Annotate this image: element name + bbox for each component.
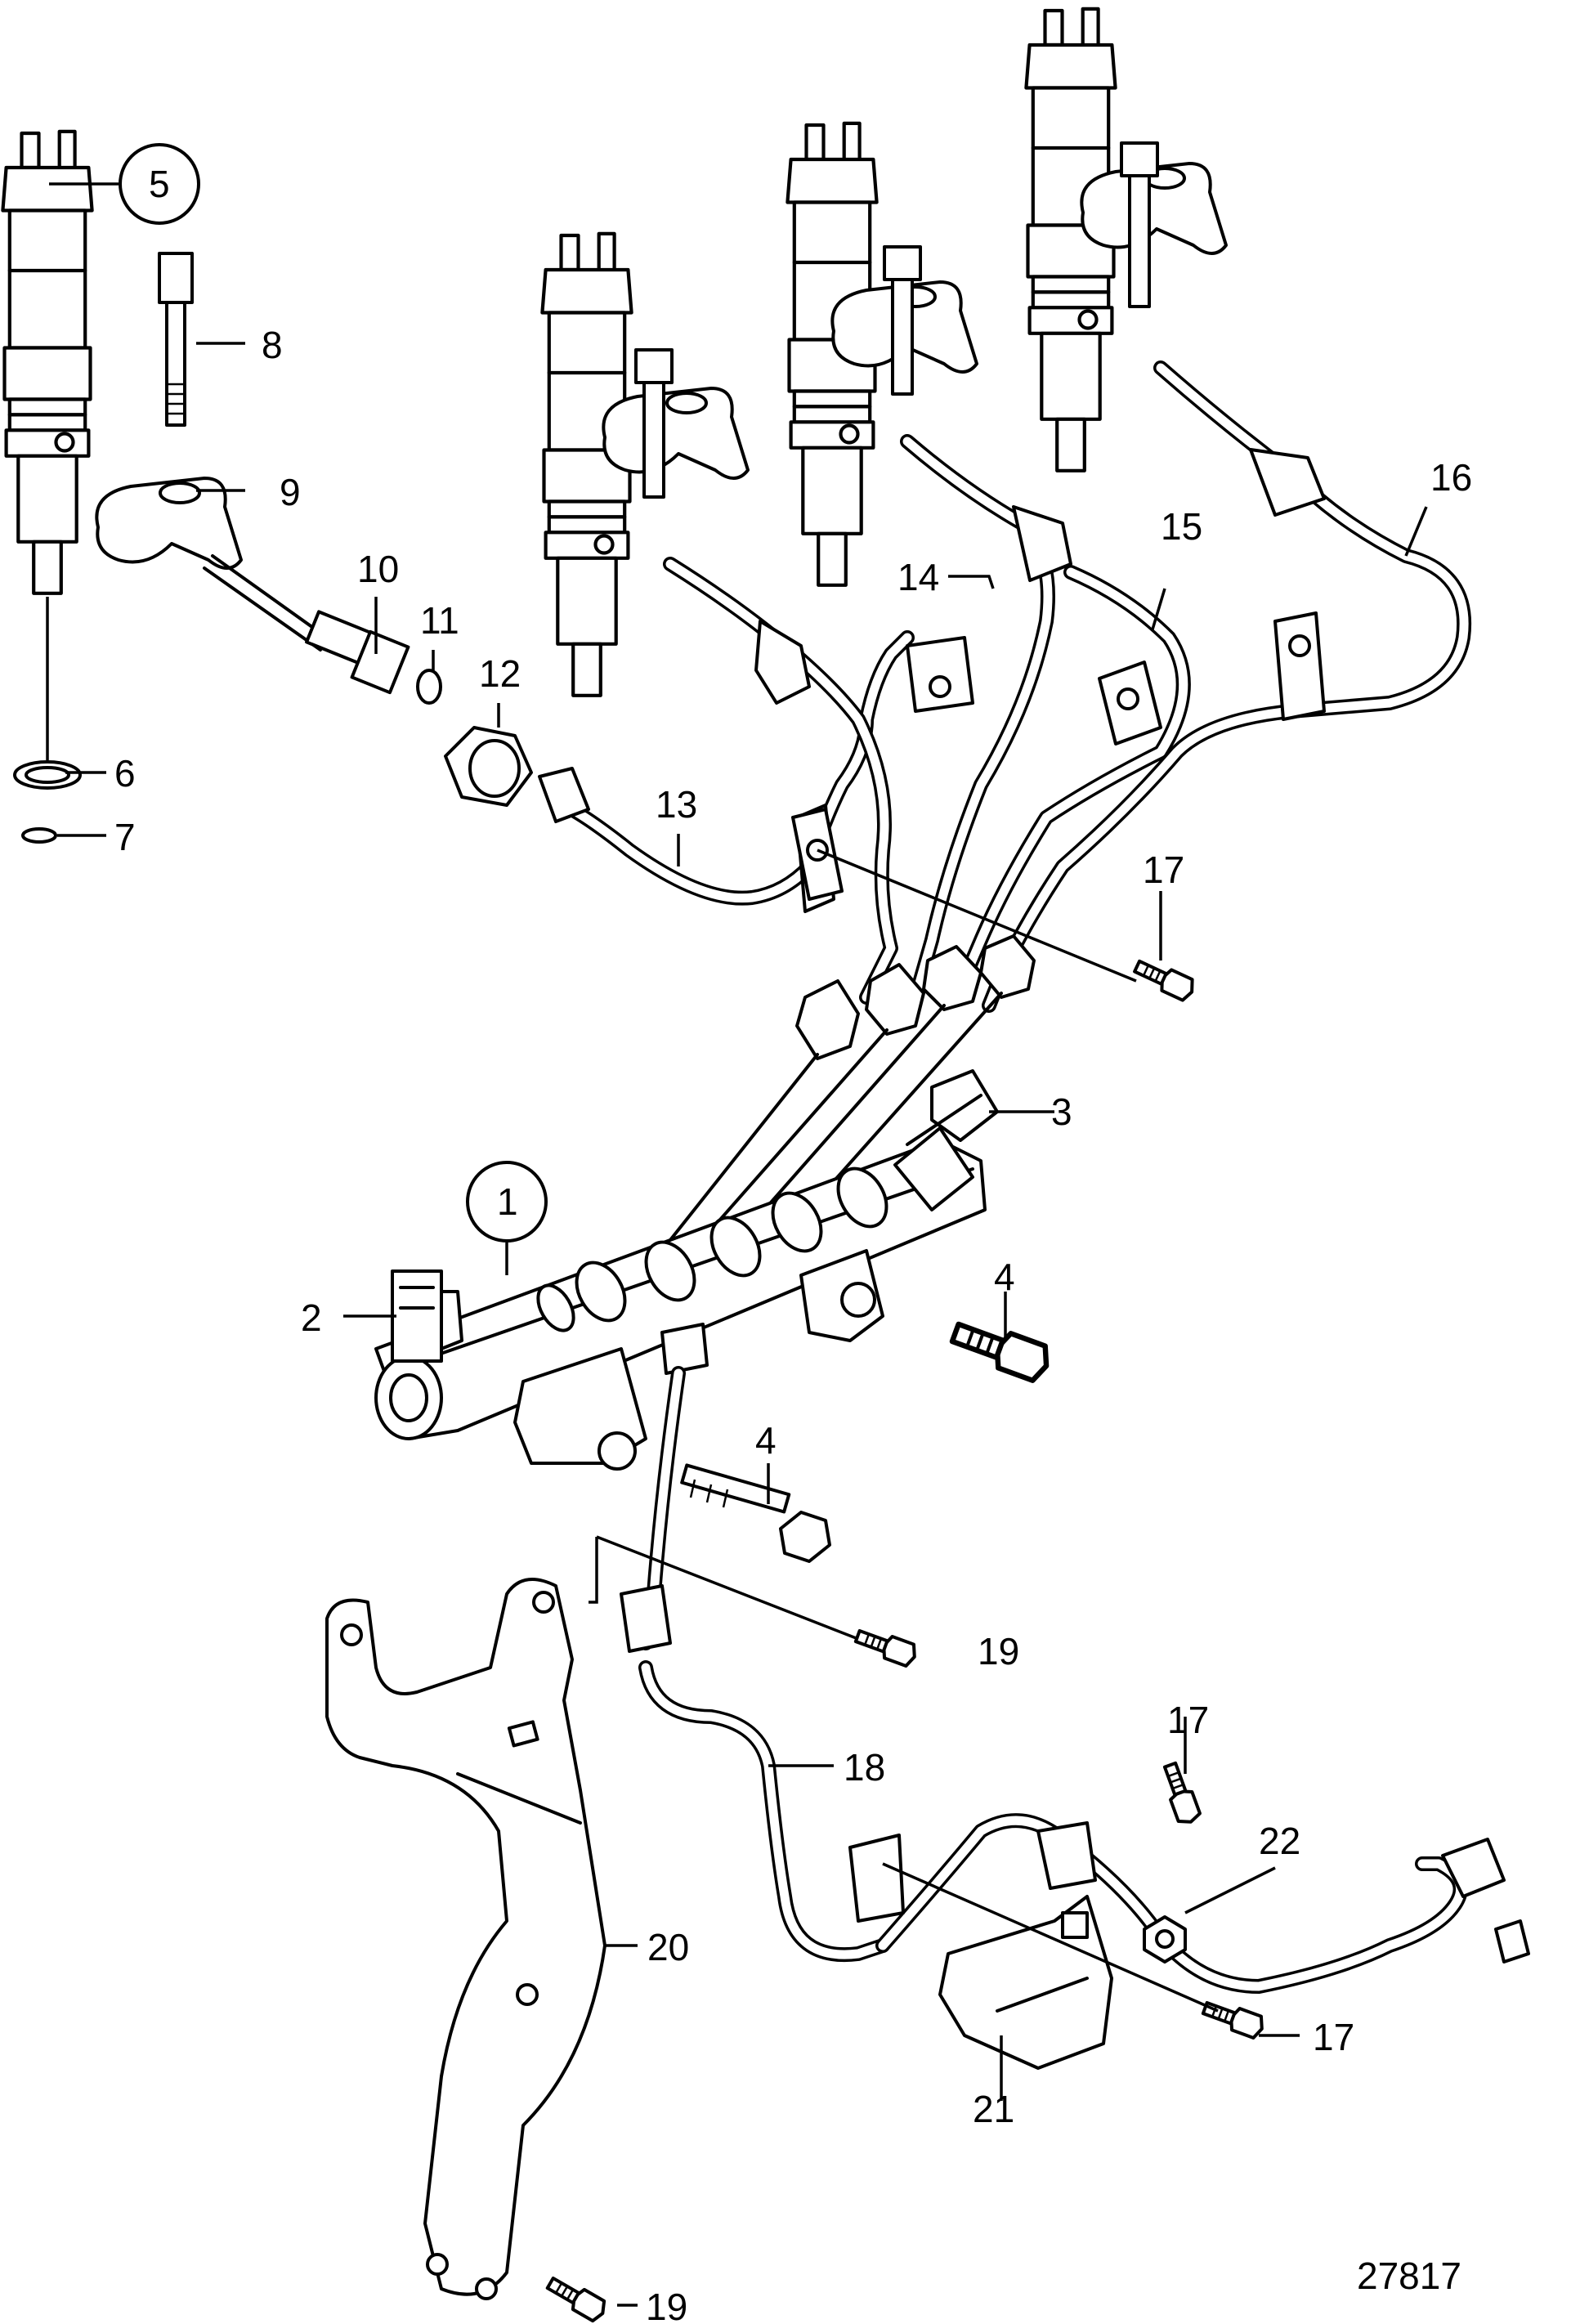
callout-12: 12 — [479, 652, 521, 695]
pressure-sensor-3 — [893, 1069, 999, 1211]
seal-ring-11 — [416, 669, 442, 705]
bolt-19 — [852, 1623, 920, 1669]
return-pipe-18 — [620, 1366, 1530, 1994]
nut-12 — [444, 726, 533, 807]
clamp-bolt — [883, 245, 922, 396]
callout-2: 2 — [301, 1296, 322, 1339]
callout-7: 7 — [114, 816, 136, 858]
callout-18: 18 — [844, 1746, 885, 1789]
callout-circle-1 — [466, 1161, 548, 1243]
callout-11: 11 — [420, 599, 459, 642]
pipe-clamp — [1098, 660, 1162, 746]
bracket-21 — [938, 1895, 1113, 2070]
mounting-bracket-20 — [325, 1578, 606, 2300]
callout-14: 14 — [897, 556, 939, 598]
callout-17: 17 — [1143, 849, 1184, 891]
callout-9: 9 — [280, 471, 301, 513]
callout-8: 8 — [262, 324, 283, 366]
pipe-clamp — [906, 636, 974, 713]
fuel-rail-1 — [374, 1139, 987, 1471]
clamp-bolt — [634, 348, 674, 499]
callout-17: 17 — [1313, 2016, 1354, 2058]
callout-22: 22 — [1259, 1820, 1300, 1862]
callout-1: 1 — [497, 1180, 518, 1223]
clamp-bolt-8 — [158, 252, 194, 427]
rail-connector-2 — [391, 1269, 463, 1363]
callout-20: 20 — [647, 1926, 689, 1968]
bolt-17 — [1157, 1759, 1203, 1828]
figure-number: 27817 — [1357, 2255, 1461, 2297]
callout-5: 5 — [149, 163, 170, 205]
injector-5 — [2, 132, 92, 593]
callout-21: 21 — [973, 2088, 1014, 2130]
callout-19: 19 — [646, 2286, 687, 2324]
callout-4: 4 — [994, 1256, 1015, 1298]
rail-bolt-4 — [949, 1315, 1053, 1383]
callout-3: 3 — [1051, 1090, 1072, 1133]
rail-bolt-4 — [680, 1463, 831, 1563]
nut-22 — [1143, 1915, 1187, 1964]
pressure-pipe-injector-2 — [663, 557, 898, 1005]
bolt-17 — [1199, 1995, 1268, 2041]
bolt-19 — [543, 2271, 611, 2324]
clamp-bolt — [1120, 141, 1159, 308]
callout-17: 17 — [1167, 1699, 1209, 1741]
callout-13: 13 — [656, 783, 697, 826]
callout-4: 4 — [755, 1419, 777, 1462]
leader-lines — [49, 182, 1428, 2307]
o-ring-7 — [21, 827, 57, 844]
callout-10: 10 — [357, 548, 399, 590]
injector-clamp — [602, 387, 750, 480]
callout-6: 6 — [114, 752, 136, 795]
pressure-pipe-16 — [982, 360, 1472, 1013]
callout-19: 19 — [978, 1630, 1019, 1672]
pressure-pipe-14 — [900, 434, 1072, 1005]
callout-circle-5 — [119, 143, 200, 225]
delivery-connector-10 — [203, 554, 410, 695]
callout-15: 15 — [1161, 505, 1202, 548]
pipe-clamp — [791, 808, 844, 901]
pipe-clamp — [1273, 611, 1326, 721]
bolt-17 — [1130, 954, 1199, 1005]
callout-16: 16 — [1430, 456, 1472, 499]
pressure-pipe-15 — [949, 565, 1191, 1005]
